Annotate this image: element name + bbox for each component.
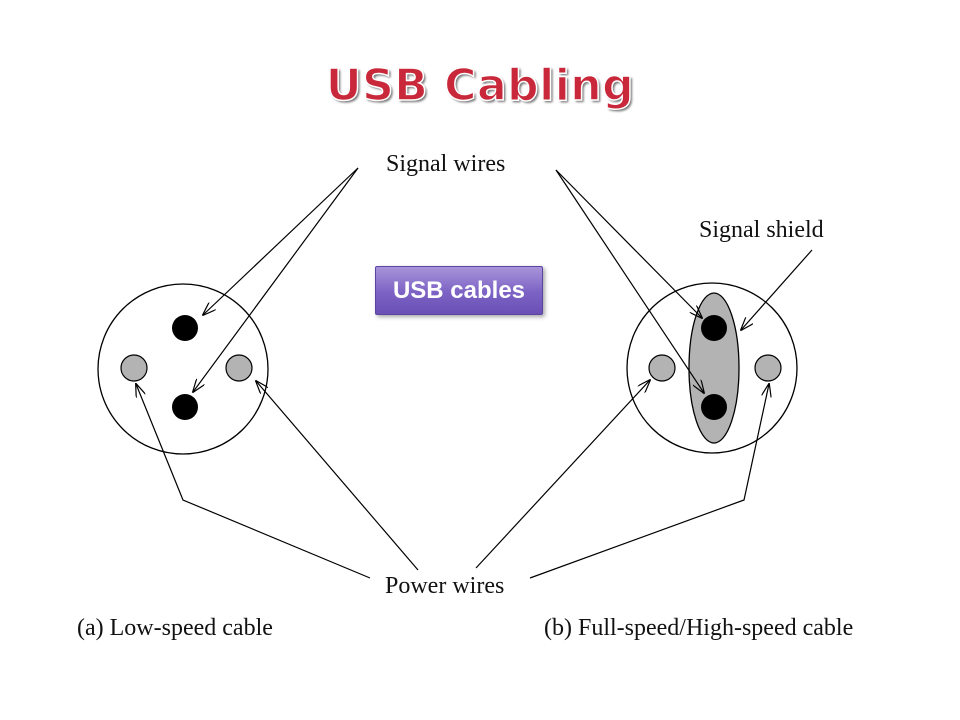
cable-b-signal-wire-top	[701, 315, 727, 341]
cable-b-power-wire-right	[754, 354, 782, 382]
cable-b-signal-wire-bottom	[701, 394, 727, 420]
cable-b-caption: (b) Full-speed/High-speed cable	[544, 615, 854, 641]
usb-cables-button-label: USB cables	[392, 276, 526, 304]
signal-wires-label: Signal wires	[386, 151, 506, 177]
cable-a-power-wire-left	[120, 354, 148, 382]
arrow-signal-a-top	[203, 167, 359, 315]
arrow-power-b-left	[475, 380, 650, 569]
full-speed-cable-crosssection	[626, 282, 798, 454]
arrow-power-b-right	[529, 384, 769, 579]
arrow-signal-a-bottom	[193, 167, 359, 392]
signal-wire-arrows	[193, 167, 813, 393]
usb-cables-button[interactable]: USB cables	[375, 266, 543, 315]
arrow-power-a-right	[256, 381, 419, 571]
cable-a-caption: (a) Low-speed cable	[77, 615, 273, 641]
cable-b-power-wire-left	[648, 354, 676, 382]
cable-a-signal-wire-top	[172, 315, 198, 341]
cable-a-power-wire-right	[225, 354, 253, 382]
cable-b-outline	[626, 282, 798, 454]
power-wires-label: Power wires	[385, 573, 505, 599]
arrow-signal-b-top	[555, 169, 702, 318]
power-wire-arrows	[136, 380, 769, 579]
cable-a-outline	[97, 283, 269, 455]
arrow-power-a-left	[136, 384, 371, 579]
signal-shield-label: Signal shield	[699, 217, 824, 243]
arrow-signal-shield	[741, 249, 813, 330]
slide-title: USB Cabling	[325, 59, 635, 112]
cable-a-signal-wire-bottom	[172, 394, 198, 420]
low-speed-cable-crosssection	[97, 283, 269, 455]
arrow-signal-b-bottom	[555, 169, 704, 393]
